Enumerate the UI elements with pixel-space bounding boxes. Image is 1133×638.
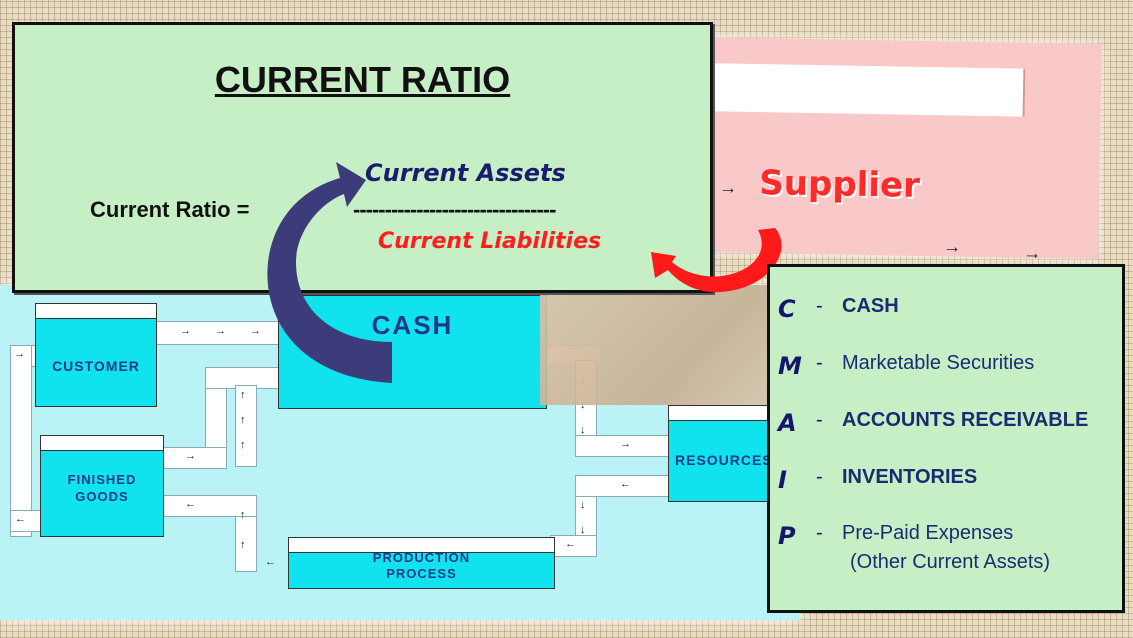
customer-label: CUSTOMER <box>52 358 140 374</box>
arrow-icon: ← <box>15 513 26 525</box>
acronym-letter: I <box>778 466 787 494</box>
arrow-icon: ↓ <box>580 424 586 436</box>
acronym-text: Pre-Paid Expenses <box>842 522 1014 544</box>
arrow-icon: ↑ <box>240 509 246 521</box>
flow-pipe <box>235 385 257 467</box>
finished-goods-box: FINISHED GOODS <box>40 435 164 537</box>
curved-arrow-icon <box>651 228 782 293</box>
fraction-divider: -------------------------------- <box>353 197 556 222</box>
arrow-icon: ← <box>620 478 631 490</box>
acronym-text: ACCOUNTS RECEIVABLE <box>842 409 1089 431</box>
acronym-letter: A <box>778 409 797 437</box>
current-liabilities-label: Current Liabilities <box>378 229 602 254</box>
finished-goods-label: FINISHED <box>67 472 137 487</box>
arrow-icon: → <box>620 438 631 450</box>
acronym-box: C - CASH M - Marketable Securities A - A… <box>767 264 1125 613</box>
formula-title: CURRENT RATIO <box>214 59 511 100</box>
acronym-subtext: (Other Current Assets) <box>850 551 1051 573</box>
arrow-icon: ← <box>265 556 276 568</box>
arrow-icon: ↑ <box>240 414 246 426</box>
acronym-dash: - <box>816 295 823 317</box>
arrow-icon: → <box>215 325 226 337</box>
arrow-icon: ↑ <box>240 539 246 551</box>
acronym-text: CASH <box>842 295 899 317</box>
acronym-text: Marketable Securities <box>842 352 1035 374</box>
finished-goods-label-2: GOODS <box>75 489 129 504</box>
acronym-dash: - <box>816 466 823 488</box>
arrow-icon: ↓ <box>580 499 586 511</box>
arrow-icon: ← <box>565 538 576 550</box>
acronym-letter: M <box>778 352 802 380</box>
production-label: PRODUCTION <box>372 550 471 565</box>
arrow-icon: → <box>14 348 25 360</box>
cash-label: CASH <box>371 310 454 340</box>
acronym-text: INVENTORIES <box>842 466 978 488</box>
arrow-icon: → <box>180 325 191 337</box>
customer-box: CUSTOMER <box>35 303 157 407</box>
arrow-icon: ↓ <box>580 399 586 411</box>
arrow-icon: ↑ <box>240 389 246 401</box>
acronym-letter: C <box>778 295 796 323</box>
acronym-letter: P <box>778 522 796 550</box>
current-ratio-label: Current Ratio = <box>90 197 250 222</box>
arrow-icon: ↑ <box>240 439 246 451</box>
arrow-icon: ← <box>185 498 196 510</box>
acronym-dash: - <box>816 352 823 374</box>
acronym-dash: - <box>816 409 823 431</box>
formula-box: CURRENT RATIO Current Assets Current Rat… <box>12 22 713 293</box>
current-assets-label: Current Assets <box>365 159 566 187</box>
arrow-icon: ↓ <box>580 524 586 536</box>
resources-label: RESOURCES <box>675 452 773 468</box>
production-process-box: PRODUCTION PROCESS <box>288 537 555 589</box>
flow-pipe <box>10 345 32 537</box>
arrow-icon: → <box>185 450 196 462</box>
wood-texture <box>540 285 800 405</box>
arrow-icon: → <box>250 325 261 337</box>
production-label-2: PROCESS <box>386 566 457 581</box>
flow-pipe <box>155 321 282 345</box>
curved-arrow-icon <box>267 162 392 383</box>
acronym-dash: - <box>816 522 823 544</box>
